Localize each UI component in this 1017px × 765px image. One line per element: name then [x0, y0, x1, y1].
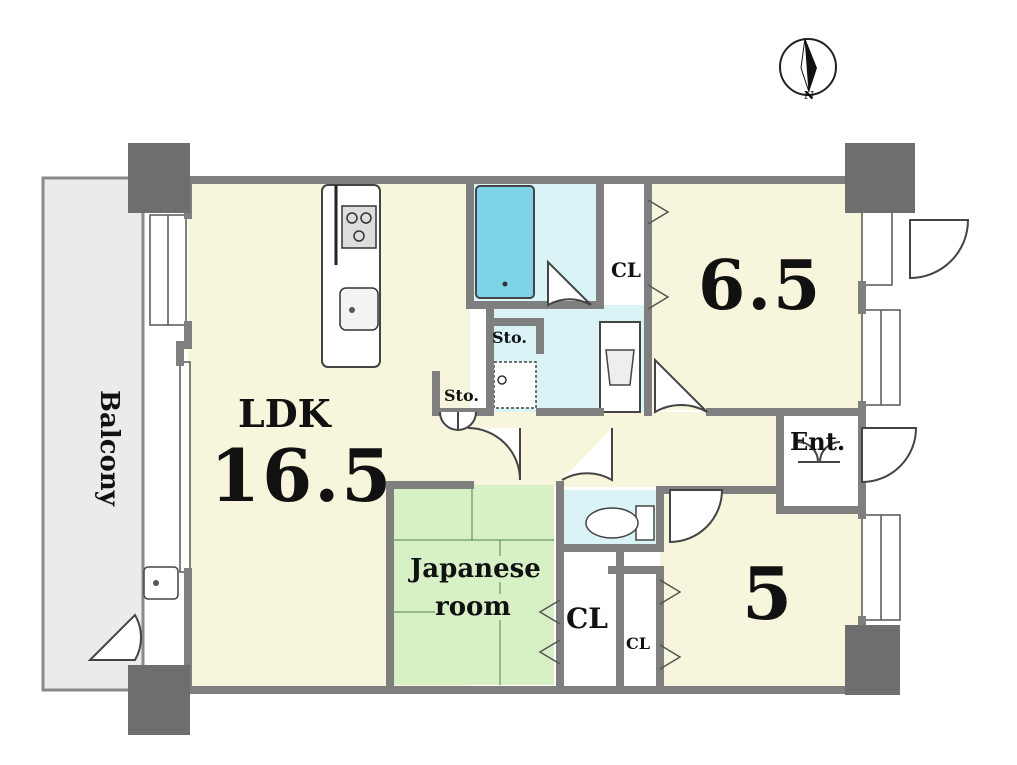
ldk-area: 16.5 [210, 440, 393, 512]
bathtub [475, 185, 535, 299]
closet-small-label: CL [626, 634, 650, 653]
bedroom-north-area: 6.5 [698, 246, 823, 326]
compass: N [775, 34, 841, 104]
ldk-area-value: 16.5 [210, 433, 394, 518]
kitchen-sink-icon [339, 287, 379, 331]
windows [149, 204, 901, 621]
stove-burner [346, 212, 358, 224]
corridor-floor [470, 412, 780, 487]
washing-machine-icon [493, 361, 537, 409]
stove-burner [353, 230, 365, 242]
balcony-label: Balcony [94, 390, 124, 506]
stove-burner [360, 212, 372, 224]
balcony-sink-drain [153, 580, 159, 586]
toilet-icon [585, 507, 639, 539]
japanese-room-floor [392, 485, 554, 685]
ldk-floor-lower [188, 480, 390, 686]
north-arrow-icon [779, 37, 837, 96]
balcony-area [41, 176, 145, 692]
closet-main-label: CL [566, 602, 608, 635]
japanese-room-label-line1: Japanese [410, 554, 541, 584]
closet-fronts [538, 199, 682, 670]
compass-north-label: N [804, 89, 815, 102]
bedroom-south-area: 5 [742, 551, 793, 636]
bathtub-drain [502, 281, 508, 287]
wash-basin-bowl [605, 349, 635, 386]
entrance-floor [780, 420, 860, 510]
entrance-label: Ent. [790, 427, 846, 456]
pillars [128, 143, 915, 735]
washing-machine-drain [497, 375, 507, 385]
balcony-sink-icon [143, 566, 179, 600]
door-swings [87, 219, 970, 661]
japanese-room-label-line2: room [435, 592, 511, 622]
kitchen-sink-drain [349, 307, 355, 313]
bedroom-north-floor [648, 180, 862, 410]
storage-lower-label: Sto. [444, 386, 479, 405]
storage-upper-label: Sto. [492, 328, 527, 347]
ldk-label: LDK [238, 391, 331, 436]
closet-north-label: CL [611, 258, 641, 282]
